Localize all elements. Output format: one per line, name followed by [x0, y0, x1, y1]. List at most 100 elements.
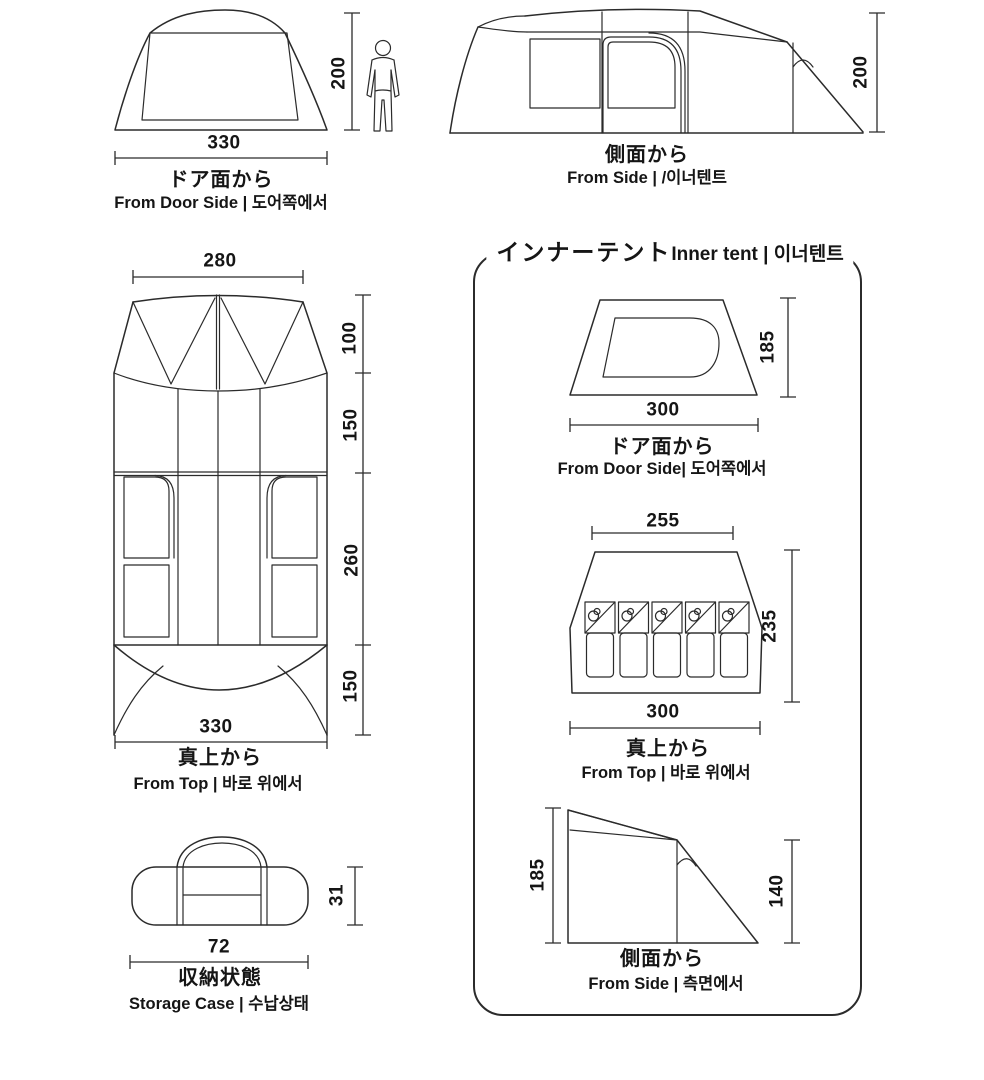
outer-top-seg2-dim: 150	[340, 408, 362, 442]
outer-top-view-drawing	[113, 270, 371, 749]
outer-front-view-drawing	[114, 9, 400, 165]
outer-front-caption-jp: ドア面から	[168, 169, 274, 191]
height-dim-line	[344, 12, 360, 131]
outer-side-height-dim: 200	[850, 55, 872, 89]
inner-tent-body	[569, 299, 758, 396]
canopy-diagonals	[132, 297, 304, 385]
outer-top-caption-sub: From Top | 바로 위에서	[133, 774, 303, 793]
window-top-line	[113, 471, 328, 477]
segment-dim-line	[355, 294, 371, 736]
width-dim-line	[114, 151, 328, 165]
mesh-window	[271, 476, 318, 559]
mesh-door-window	[607, 41, 676, 109]
front-peak-edge	[132, 294, 304, 303]
sleeping-bag-icon	[684, 601, 717, 678]
column-seams	[177, 388, 261, 646]
inner-top-width-top-dim: 255	[646, 510, 680, 532]
door-arc	[154, 474, 175, 559]
top-width-dim-line	[591, 526, 734, 540]
inner-front-caption-jp: ドア面から	[609, 436, 715, 458]
inner-tent-title: インナーテントInner tent | 이너텐트	[486, 233, 854, 267]
side-edges	[113, 301, 328, 736]
mesh-window	[271, 564, 318, 638]
inner-front-height-dim: 185	[757, 330, 779, 364]
inner-front-view-drawing	[569, 297, 796, 432]
inner-side-profile	[567, 809, 759, 944]
rear-arc-detail	[792, 59, 814, 68]
bottom-width-dim-line	[569, 721, 761, 735]
sleeping-bags	[584, 601, 750, 678]
inner-front-caption-sub: From Door Side| 도어쪽에서	[557, 459, 767, 478]
left-vestibule-edge	[449, 26, 479, 134]
inner-side-caption-jp: 側面から	[620, 948, 704, 970]
rear-height-dim-line	[784, 839, 800, 944]
height-dim-line	[780, 297, 796, 398]
panel-top-line	[526, 31, 788, 43]
tent-outer-shell	[114, 9, 328, 131]
outer-side-caption-jp: 側面から	[605, 144, 689, 166]
door-outline-outer	[648, 32, 686, 134]
storage-caption-jp: 収納状態	[178, 967, 262, 989]
person-scale-icon	[366, 39, 400, 132]
skirt-arc	[113, 644, 328, 691]
outer-top-width-top-dim: 280	[203, 250, 237, 272]
inner-top-caption-jp: 真上から	[626, 738, 710, 760]
inner-top-width-bottom-dim: 300	[646, 701, 680, 723]
mesh-window	[529, 38, 601, 109]
inner-tent-floor	[569, 551, 763, 694]
sleeping-bag-icon	[617, 601, 650, 678]
rear-arc-detail	[676, 858, 697, 867]
inner-side-caption-sub: From Side | 측면에서	[588, 974, 744, 993]
width-dim-line	[129, 955, 309, 969]
tent-front-panel	[141, 32, 299, 121]
rear-slope	[786, 41, 864, 133]
mesh-window	[123, 476, 170, 559]
inner-side-rear-height-dim: 140	[766, 874, 788, 908]
storage-width-dim: 72	[207, 936, 231, 958]
ridge-line	[524, 8, 788, 43]
sleeping-bag-icon	[651, 601, 683, 678]
bag-body	[131, 866, 309, 926]
handle-outer	[176, 836, 268, 868]
outer-side-caption-sub: From Side | /이너텐트	[567, 168, 727, 187]
inner-side-view-drawing	[545, 807, 800, 944]
storage-case-drawing	[129, 836, 363, 969]
inner-front-width-dim: 300	[646, 399, 680, 421]
outer-front-width-dim: 330	[207, 132, 241, 154]
inner-tent-title-jp: インナーテント	[496, 239, 672, 265]
height-dim-line	[347, 866, 363, 926]
storage-caption-sub: Storage Case | 수납상태	[129, 994, 309, 1013]
height-dim-line	[784, 549, 800, 703]
inner-side-front-height-dim: 185	[527, 858, 549, 892]
canopy-curve	[113, 372, 328, 392]
outer-front-height-dim: 200	[328, 56, 350, 90]
roof-lines	[567, 809, 678, 841]
height-dim-line	[869, 12, 885, 133]
top-width-dim-line	[132, 270, 304, 284]
door-outline	[602, 36, 682, 134]
handle-inner	[182, 842, 262, 868]
door-arc	[266, 474, 287, 559]
center-pole	[215, 294, 221, 390]
handle-straps	[176, 866, 268, 926]
mesh-window	[123, 564, 170, 638]
sleeping-bag-icon	[718, 601, 750, 678]
outer-top-width-bottom-dim: 330	[199, 716, 233, 738]
outer-side-view-drawing	[449, 8, 885, 134]
d-door	[602, 317, 720, 378]
front-height-dim-line	[545, 807, 561, 944]
inner-top-height-dim: 235	[759, 609, 781, 643]
outer-top-seg3-dim: 260	[341, 543, 363, 577]
left-flap	[477, 15, 528, 33]
panel-seams	[601, 11, 689, 134]
storage-height-dim: 31	[326, 883, 348, 907]
outer-top-seg1-dim: 100	[339, 321, 361, 355]
bottom-width-dim-line	[114, 735, 328, 749]
outer-front-caption-sub: From Door Side | 도어쪽에서	[114, 193, 328, 212]
inner-top-caption-sub: From Top | 바로 위에서	[581, 763, 751, 782]
skirt-corner-arcs	[113, 665, 328, 736]
width-dim-line	[569, 418, 759, 432]
outer-top-caption-jp: 真上から	[178, 747, 262, 769]
inner-tent-title-sub: Inner tent | 이너텐트	[671, 244, 844, 265]
